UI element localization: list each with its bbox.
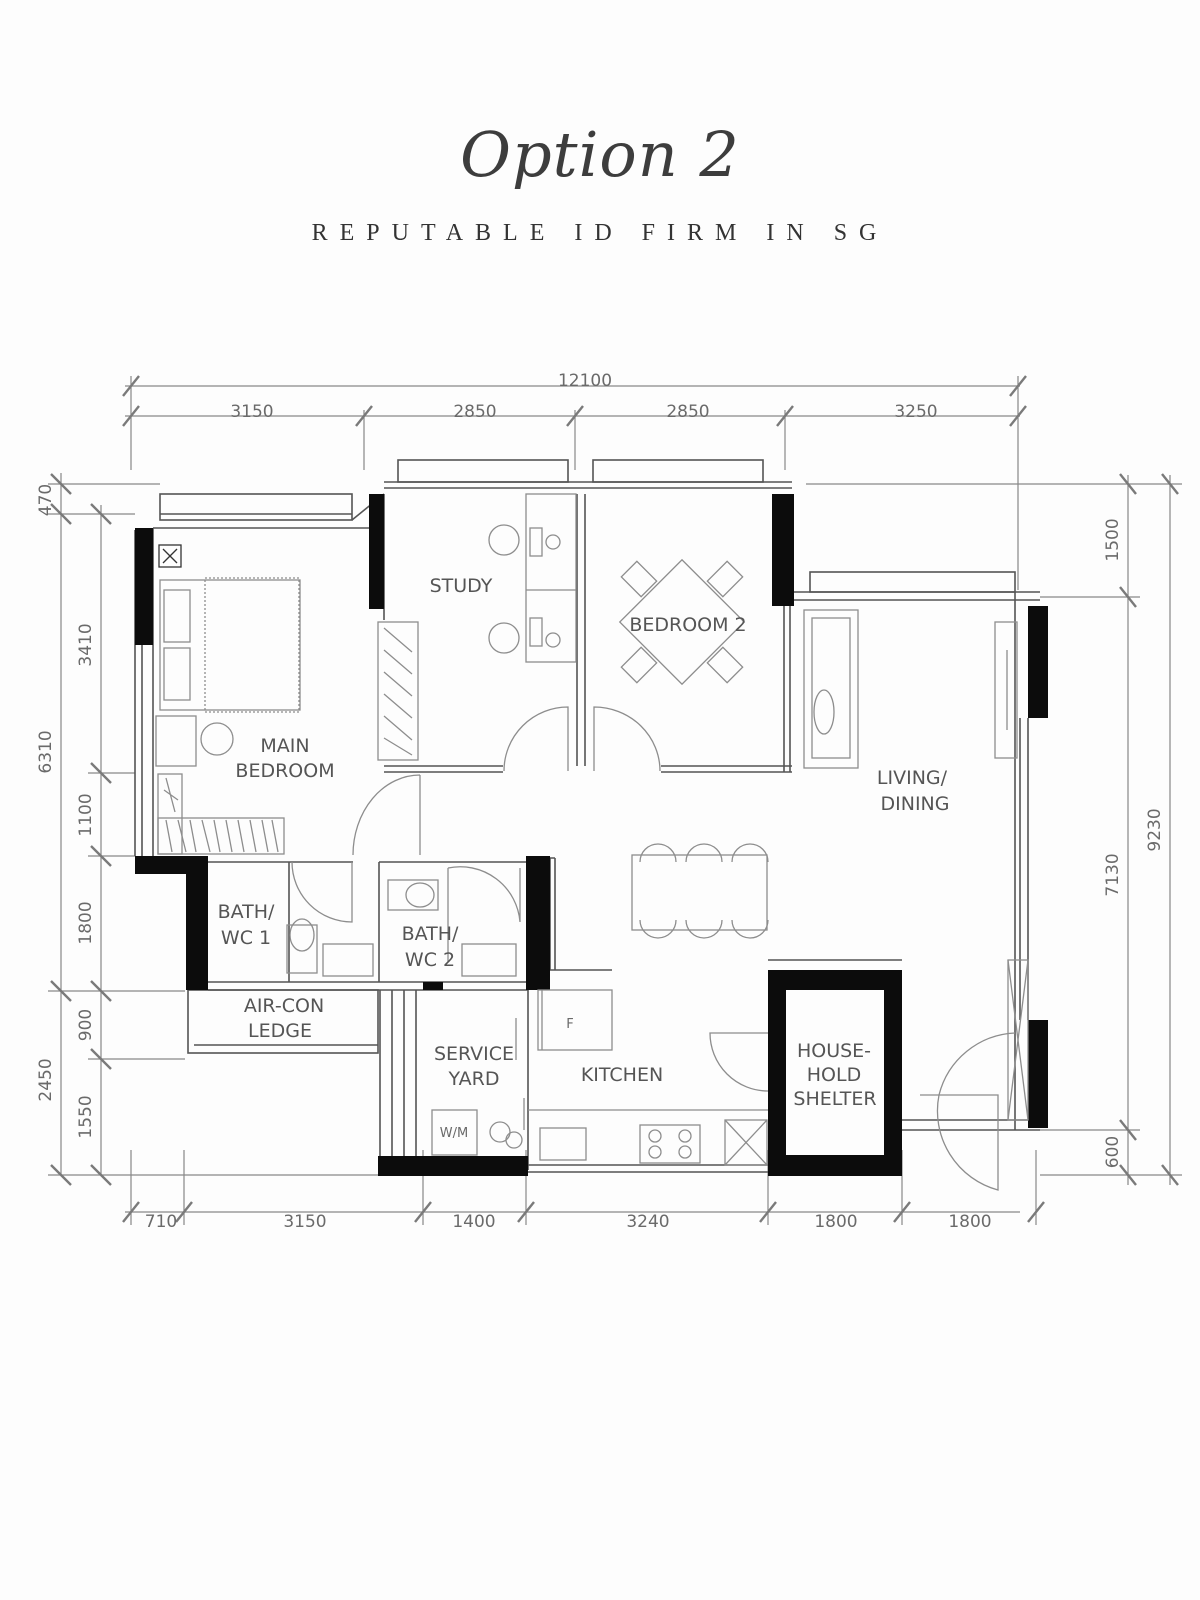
dim-left-outer-1: 470 [36,484,56,516]
furniture [155,493,1018,1166]
dim-right-inner-3: 600 [1103,1136,1123,1168]
dim-top-3: 2850 [666,402,709,422]
label-bath-1-1: BATH/ [218,901,275,923]
dim-left-inner-5: 1550 [76,1095,96,1138]
dim-right-inner-2: 7130 [1103,853,1123,896]
label-aircon-1: AIR-CON [244,995,324,1017]
room-labels: MAIN BEDROOM STUDY BEDROOM 2 LIVING/ DIN… [218,575,950,1141]
dimension-labels: 12100 3150 2850 2850 3250 710 3150 1400 … [36,371,1165,1232]
dim-bottom-5: 1800 [814,1212,857,1232]
dim-top-1: 3150 [230,402,273,422]
dim-left-inner-2: 1100 [76,793,96,836]
label-kitchen: KITCHEN [581,1064,663,1086]
dim-right-inner-1: 1500 [1103,518,1123,561]
label-bedroom-2: BEDROOM 2 [629,614,746,636]
plan-title: Option 2 [460,118,740,191]
label-main-bedroom-1: MAIN [260,735,309,757]
plan-subtitle: REPUTABLE ID FIRM IN SG [311,220,889,246]
walls [134,494,1048,1176]
dimension-lines [48,375,1182,1225]
dim-bottom-4: 3240 [626,1212,669,1232]
label-study: STUDY [430,575,493,597]
label-shelter-2: HOLD [807,1064,861,1086]
label-shelter-1: HOUSE- [797,1040,871,1062]
label-living-dining-2: DINING [881,793,950,815]
dim-bottom-2: 3150 [283,1212,326,1232]
dim-top-total: 12100 [558,371,612,391]
dim-bottom-6: 1800 [948,1212,991,1232]
dim-left-outer-3: 2450 [36,1058,56,1101]
dim-right-outer: 9230 [1145,808,1165,851]
dim-left-inner-4: 900 [76,1009,96,1041]
dim-left-inner-1: 3410 [76,623,96,666]
label-service-yard-2: YARD [448,1068,500,1090]
label-shelter-3: SHELTER [793,1088,876,1110]
doors [291,706,1029,1191]
label-washer: W/M [440,1126,468,1141]
label-bath-2-2: WC 2 [405,949,455,971]
dim-bottom-1: 710 [145,1212,177,1232]
label-bath-2-1: BATH/ [402,923,459,945]
label-service-yard-1: SERVICE [434,1043,514,1065]
label-fridge: F [566,1017,573,1032]
label-main-bedroom-2: BEDROOM [235,760,334,782]
dim-top-2: 2850 [453,402,496,422]
label-bath-1-2: WC 1 [221,927,271,949]
dim-bottom-3: 1400 [452,1212,495,1232]
dim-top-4: 3250 [894,402,937,422]
dim-left-inner-3: 1800 [76,901,96,944]
dim-left-outer-2: 6310 [36,730,56,773]
label-aircon-2: LEDGE [248,1020,312,1042]
label-living-dining-1: LIVING/ [877,767,948,789]
